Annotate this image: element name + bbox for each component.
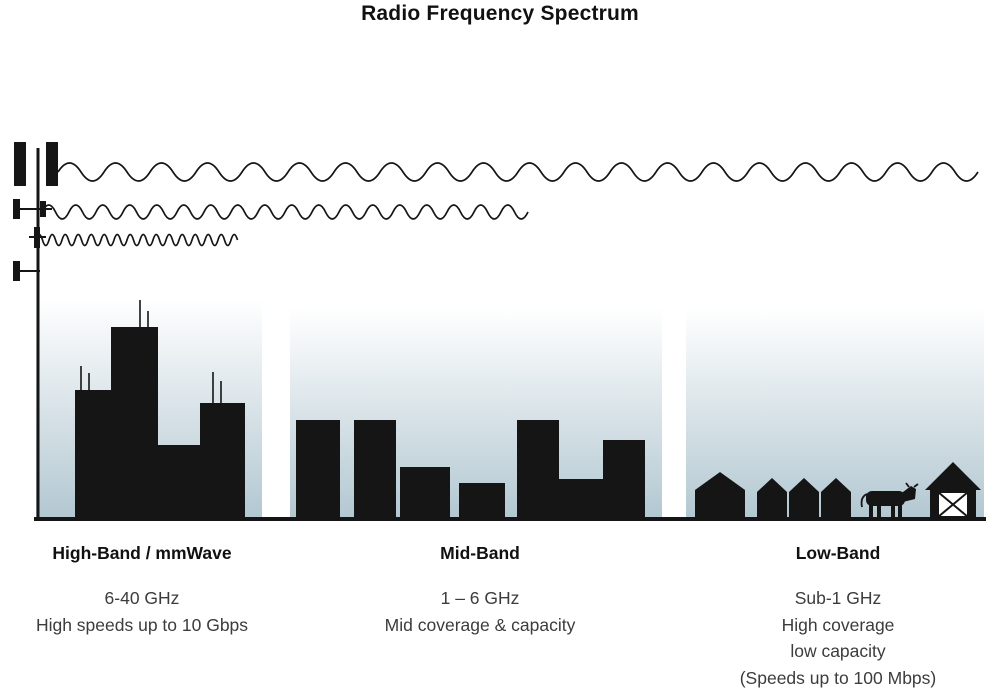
house-icon: [695, 472, 745, 518]
barn-icon: [925, 462, 981, 518]
mid-band-description: Mid coverage & capacity: [384, 614, 576, 635]
skyscraper-icon: [200, 403, 245, 520]
mid-band-buildings: [296, 420, 645, 520]
high-band-buildings: [75, 300, 245, 520]
low-band-description-1: High coverage: [781, 614, 895, 635]
house-icon: [757, 478, 787, 518]
band-label-low-band: Low-Band Sub-1 GHz High coverage low cap…: [688, 543, 988, 691]
building-icon: [400, 467, 450, 520]
high-band-frequency: 6-40 GHz: [104, 588, 180, 608]
skyscraper-icon: [158, 445, 200, 520]
low-band-frequency: Sub-1 GHz: [794, 588, 882, 608]
low-band-structures: [695, 462, 981, 518]
low-band-description-3: (Speeds up to 100 Mbps): [739, 667, 937, 688]
low-band-title: Low-Band: [795, 543, 881, 563]
spectrum-illustration: [13, 142, 986, 521]
building-icon: [459, 483, 505, 520]
band-label-mid-band: Mid-Band 1 – 6 GHz Mid coverage & capaci…: [330, 543, 630, 638]
high-band-description: High speeds up to 10 Gbps: [35, 614, 249, 635]
mid-band-frequency: 1 – 6 GHz: [440, 588, 520, 608]
cell-tower-icon: [13, 142, 58, 520]
diagram-title: Radio Frequency Spectrum: [361, 2, 639, 25]
mid-band-title: Mid-Band: [440, 543, 520, 563]
skyscraper-icon: [75, 390, 111, 520]
mid-band-wave: [41, 204, 529, 220]
high-band-title: High-Band / mmWave: [52, 543, 232, 563]
low-band-description-2: low capacity: [790, 641, 886, 661]
skyscraper-icon: [111, 327, 158, 520]
band-label-high-band: High-Band / mmWave 6-40 GHz High speeds …: [2, 543, 282, 638]
cow-icon: [860, 482, 919, 517]
building-icon: [517, 420, 559, 520]
high-band-wave: [35, 233, 239, 247]
ground-line: [34, 517, 986, 521]
building-icon: [603, 440, 645, 520]
building-icon: [559, 479, 603, 520]
house-icon: [789, 478, 819, 518]
low-band-wave: [57, 162, 979, 182]
building-icon: [354, 420, 396, 520]
house-icon: [821, 478, 851, 518]
building-icon: [296, 420, 340, 520]
